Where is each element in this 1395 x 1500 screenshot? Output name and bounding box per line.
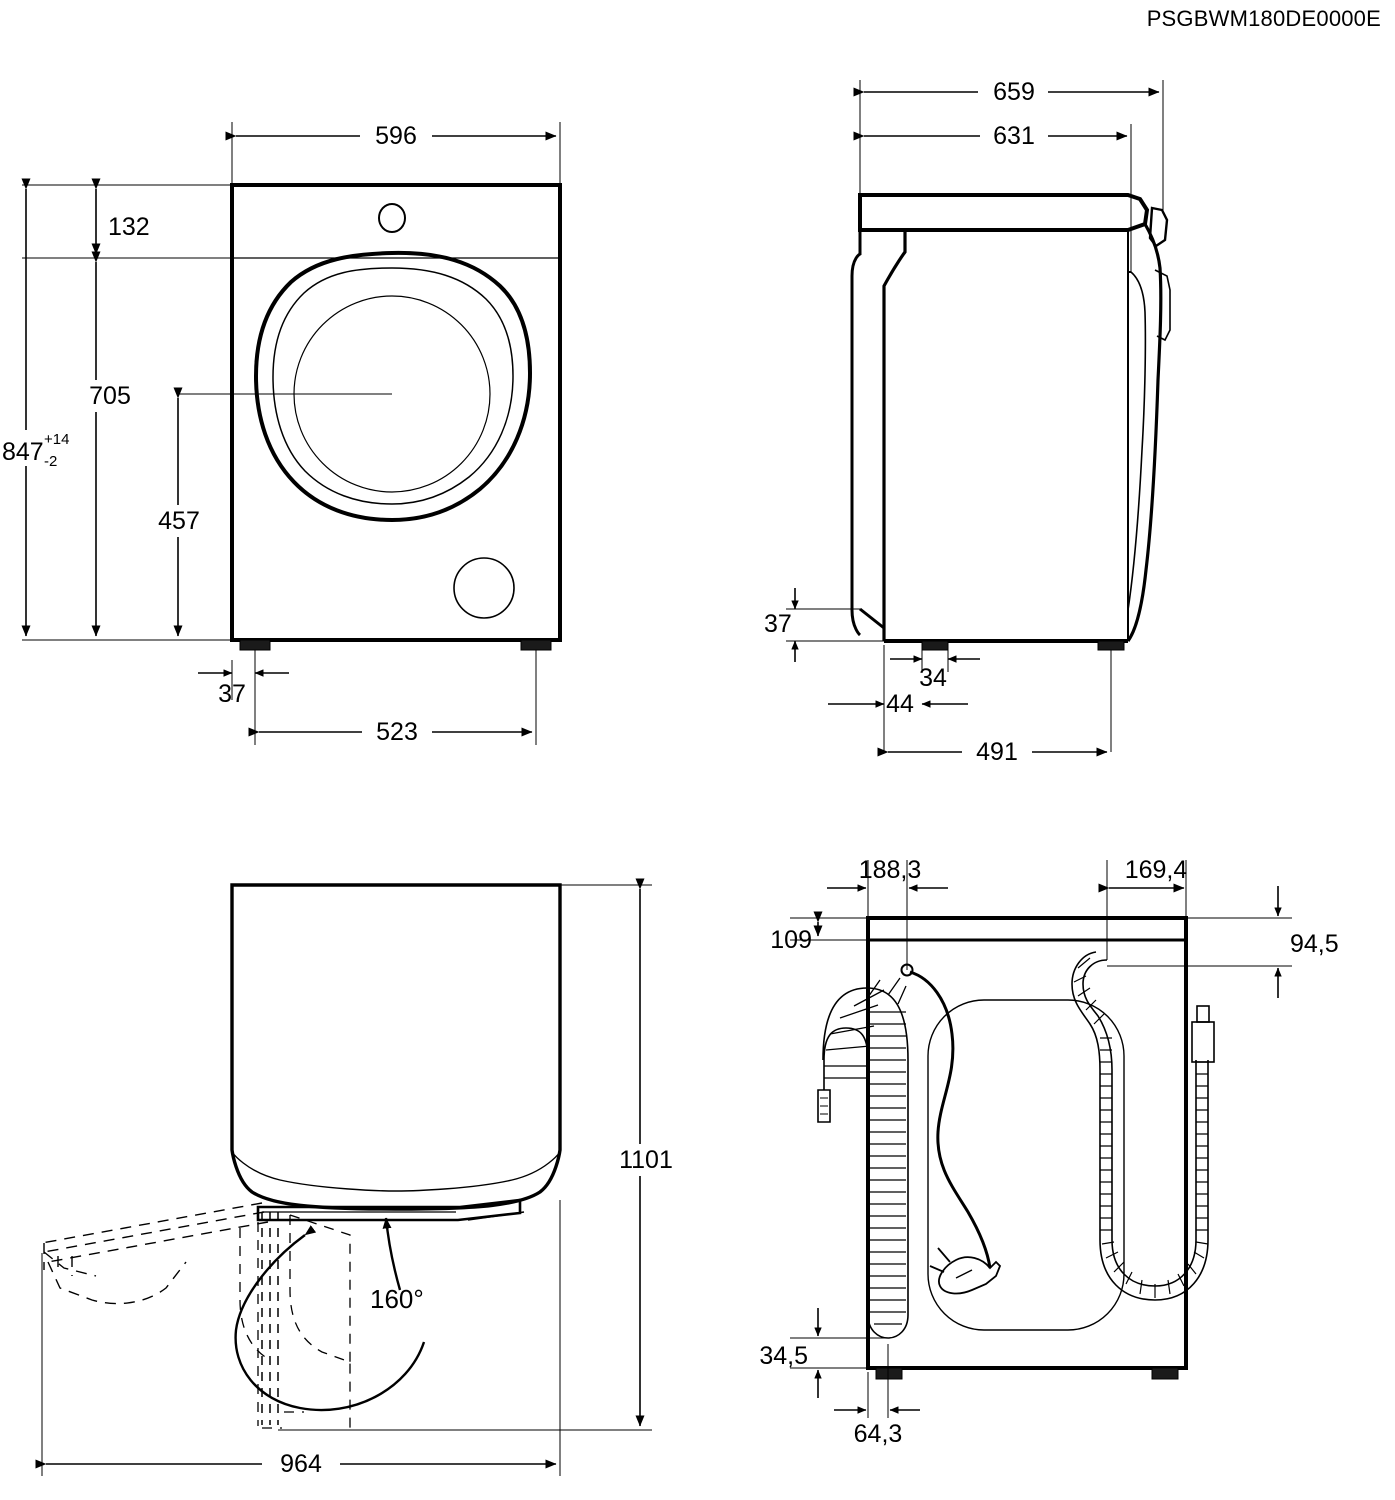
dimension-value-457: 457 [158,507,200,535]
dimension-foot-offset: 44 [828,690,968,718]
side-rear-notch [1154,269,1171,342]
rear-service-panel [927,999,1125,1331]
dimension-drain-from-right: 169,4 [1098,856,1188,893]
front-cabinet-outline [230,183,562,642]
dimension-value-1101: 1101 [619,1146,673,1174]
part-code-label: PSGBWM180DE0000E [1146,6,1381,31]
inlet-hose-tip [1196,1005,1210,1023]
dimension-open-depth: 1101 [600,878,692,1427]
dimension-front-width: 596 [225,120,557,150]
rear-extension-lines [790,860,1292,1418]
door-hinge-dashed-column [261,1212,279,1425]
dimension-value-596: 596 [375,122,417,150]
front-extension-lines [22,122,561,745]
side-view: 659 631 37 34 [764,76,1171,766]
door-bezel-outer [253,250,533,523]
dimension-value-64-3: 64,3 [854,1420,903,1448]
dimension-total-height: 847 +14 -2 [0,178,72,637]
dimension-value-523: 523 [376,718,418,746]
dimension-value-44: 44 [886,690,914,718]
dimension-value-37-front: 37 [218,680,246,708]
dimension-overall-depth: 659 [853,76,1160,106]
dimension-foot-span: 523 [248,716,533,746]
service-hatch-circle [453,557,515,619]
dimension-value-659: 659 [993,78,1035,106]
drain-hose-left [817,977,909,1339]
dimension-hose-bottom-height: 34,5 [759,1308,822,1398]
angle-leader-line [382,1217,402,1291]
side-extension-lines [786,80,1164,752]
dimension-value-491: 491 [976,738,1018,766]
dimension-value-94-5: 94,5 [1290,930,1339,958]
side-foot-front [921,640,949,651]
side-rear-grip [1148,206,1169,248]
dimension-side-foot-span: 491 [877,736,1108,766]
dimension-value-34: 34 [919,664,947,692]
dimension-tolerance-minus: -2 [44,453,57,470]
dimension-tolerance-plus: +14 [44,431,69,448]
dimension-door-center-height: 457 [142,387,216,637]
side-rear-contour [1126,223,1163,642]
side-rear-inner-line [1127,271,1147,611]
inlet-hose-right [1071,951,1215,1301]
dimension-foot-inset: 37 [198,669,289,708]
rear-view: 188,3 169,4 109 94,5 34,5 [759,856,1338,1448]
door-open-position-outline [41,1202,269,1305]
dimension-foot-width: 34 [890,655,980,692]
dimension-value-169-4: 169,4 [1125,856,1188,884]
dimension-body-depth: 631 [853,120,1128,150]
front-view: 596 132 705 847 +14 -2 [0,120,562,746]
dimension-drain-top-height: 94,5 [1274,886,1339,998]
dimension-value-964: 964 [280,1450,322,1478]
side-front-fascia [850,230,862,637]
dimension-value-34-5: 34,5 [759,1342,808,1370]
dimension-value-132: 132 [108,213,150,241]
side-foot-rear [1097,640,1125,651]
dimension-body-height: 705 [72,251,148,637]
dimension-top-band-height: 109 [770,911,823,954]
front-foot-left [239,639,271,651]
dimension-value-109: 109 [770,926,812,954]
dimension-hose-from-left: 64,3 [834,1406,920,1448]
dimension-value-847: 847 [2,438,44,466]
dimension-value-631: 631 [993,122,1035,150]
side-body-left-wall [882,230,907,641]
door-bezel-inner [272,267,514,505]
dimension-value-188-3: 188,3 [859,856,922,884]
door-handle-tab [459,1199,525,1221]
rear-foot-left [875,1367,903,1380]
program-selector-knob [378,203,406,233]
front-foot-right [520,639,552,651]
dimension-value-37-side: 37 [764,610,792,638]
inlet-hose-coupling [1191,1021,1215,1063]
side-top-lid [858,193,1150,232]
door-open-front-arc [231,1151,561,1192]
dimension-value-705: 705 [89,382,131,410]
rear-foot-right [1151,1367,1179,1380]
side-plinth-slope [859,607,885,630]
dimension-plinth-height: 37 [764,588,799,662]
door-swing-arc [234,1225,426,1412]
mains-cable [900,963,992,1269]
dimension-value-160deg: 160° [370,1284,424,1314]
door-open-cabinet-plan [230,883,562,1211]
door-open-view: 160° 1101 964 [35,878,692,1480]
dimension-panel-height: 132 [91,178,150,255]
door-open-swing-outline [239,1214,351,1432]
door-open-extension-lines [41,884,652,1476]
mains-plug [929,1247,1002,1295]
rear-cabinet-outline [866,916,1188,1370]
dimension-inlet-from-left: 188,3 [827,856,948,892]
dimension-open-width: 964 [35,1448,557,1480]
